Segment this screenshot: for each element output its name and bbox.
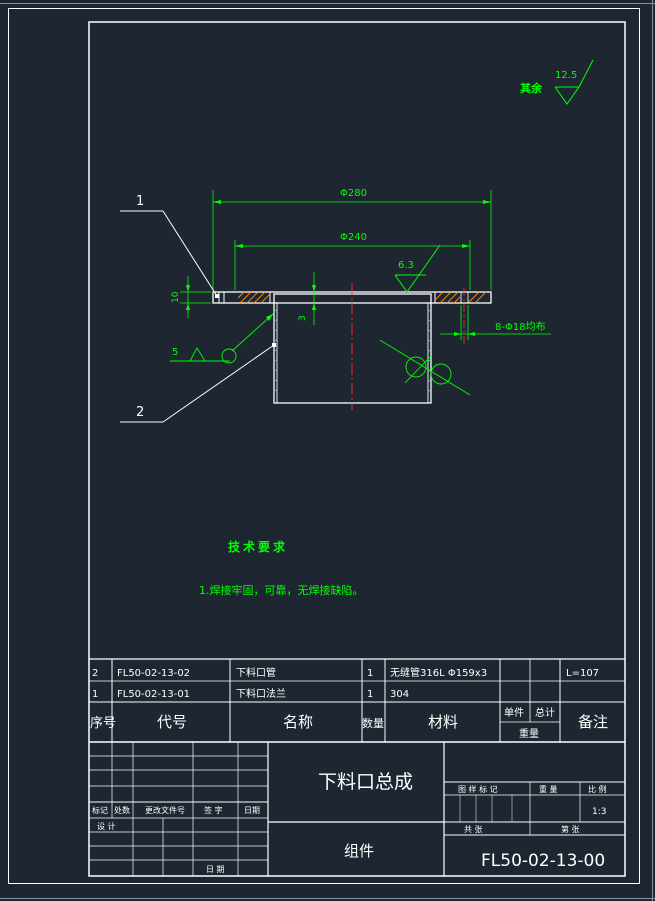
svg-text:重 量: 重 量: [539, 784, 558, 794]
drawing-number: FL50-02-13-00: [481, 851, 605, 871]
svg-text:1:3: 1:3: [592, 807, 606, 817]
svg-text:L=107: L=107: [566, 668, 599, 679]
svg-text:3: 3: [298, 315, 308, 321]
svg-text:共 张: 共 张: [464, 825, 483, 834]
svg-text:材料: 材料: [428, 713, 458, 731]
title-block-grid: [89, 742, 625, 876]
svg-text:8-Φ18均布: 8-Φ18均布: [495, 321, 546, 333]
svg-text:备注: 备注: [578, 713, 608, 731]
svg-text:6.3: 6.3: [398, 260, 414, 271]
svg-text:单件: 单件: [504, 707, 524, 719]
svg-text:5: 5: [172, 347, 178, 358]
svg-text:1: 1: [92, 689, 98, 700]
svg-text:下料口法兰: 下料口法兰: [236, 687, 286, 700]
svg-text:FL50-02-13-01: FL50-02-13-01: [117, 689, 190, 700]
svg-text:Φ240: Φ240: [340, 232, 367, 243]
svg-text:1: 1: [367, 689, 373, 700]
svg-text:无缝管316L Φ159x3: 无缝管316L Φ159x3: [390, 666, 487, 679]
pipe-wall-hatch: [273, 308, 432, 393]
svg-text:日期: 日期: [244, 806, 260, 815]
svg-text:日 期: 日 期: [206, 865, 225, 874]
svg-text:1: 1: [367, 668, 373, 679]
weld-symbol-right: [379, 339, 471, 396]
svg-text:序号: 序号: [90, 716, 116, 731]
svg-text:10: 10: [171, 291, 181, 303]
svg-text:处数: 处数: [114, 805, 130, 815]
svg-text:签 字: 签 字: [204, 805, 223, 815]
svg-text:1.焊接牢固，可靠，无焊接缺陷。: 1.焊接牢固，可靠，无焊接缺陷。: [199, 583, 364, 597]
weld-symbol-left: 5: [170, 313, 274, 364]
svg-text:Φ280: Φ280: [340, 188, 367, 199]
balloon-1: 1: [120, 194, 219, 298]
svg-text:技术要求: 技术要求: [228, 539, 288, 554]
svg-text:总计: 总计: [535, 706, 555, 719]
svg-text:304: 304: [390, 689, 409, 700]
svg-text:标记: 标记: [92, 805, 108, 815]
svg-text:下料口管: 下料口管: [236, 666, 276, 679]
svg-text:设 计: 设 计: [97, 821, 116, 831]
pipe-outline: [273, 293, 432, 404]
sheet-outer-border: [8, 8, 640, 884]
svg-text:第 张: 第 张: [561, 824, 580, 834]
svg-text:2: 2: [136, 405, 144, 420]
svg-text:重量: 重量: [519, 727, 539, 740]
general-roughness-note: 其余 12.5: [520, 59, 594, 105]
bom-row-1: 1 FL50-02-13-01 下料口法兰 1 304: [92, 687, 409, 700]
dim-bolt-holes: 8-Φ18均布: [440, 305, 551, 340]
svg-text:数量: 数量: [362, 717, 384, 730]
svg-text:1: 1: [136, 194, 144, 209]
dim-inner-dia: Φ240: [234, 232, 471, 290]
svg-text:12.5: 12.5: [555, 70, 577, 81]
svg-text:其余: 其余: [520, 81, 543, 95]
flange-hatch-left: [237, 291, 271, 304]
svg-text:代号: 代号: [157, 713, 187, 731]
svg-text:图 样 标 记: 图 样 标 记: [458, 784, 498, 794]
technical-requirements: 技术要求 1.焊接牢固，可靠，无焊接缺陷。: [199, 539, 364, 597]
svg-text:比 例: 比 例: [588, 784, 607, 794]
title-block-labels: 标记 处数 更改文件号 签 字 日期 设 计 日 期 图 样 标 记 重 量 比…: [92, 784, 607, 874]
dim-pipe-offset: 3: [298, 272, 316, 325]
drawing-subtitle: 组件: [344, 842, 374, 860]
bom-row-2: 2 FL50-02-13-02 下料口管 1 无缝管316L Φ159x3 L=…: [92, 666, 599, 679]
dim-outer-dia: Φ280: [212, 188, 492, 290]
svg-text:FL50-02-13-02: FL50-02-13-02: [117, 668, 190, 679]
bom-header: 序号 代号 名称 数量 材料 单件 总计 重量 备注: [90, 706, 608, 740]
svg-text:更改文件号: 更改文件号: [145, 805, 185, 815]
sheet-inner-border: [88, 21, 626, 877]
bill-of-materials: [89, 658, 625, 743]
svg-text:2: 2: [92, 668, 98, 679]
balloon-2: 2: [120, 343, 276, 423]
svg-text:名称: 名称: [283, 713, 313, 731]
surface-roughness-symbol: 6.3: [394, 244, 441, 293]
drawing-title: 下料口总成: [318, 771, 413, 793]
dim-thickness: 10: [171, 276, 211, 318]
assembly-drawing: Φ280 Φ240 6.3 10: [120, 188, 551, 423]
flange-hatch-right: [434, 291, 487, 304]
